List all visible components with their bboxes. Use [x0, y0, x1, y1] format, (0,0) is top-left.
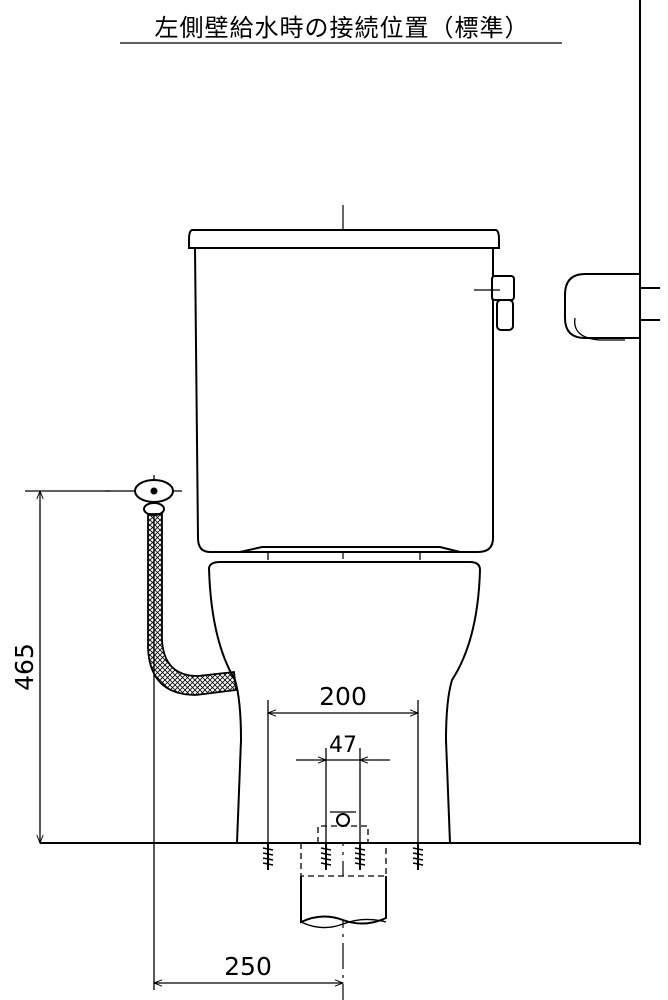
holder-body: [564, 273, 641, 339]
dim-200-label: 200: [319, 682, 367, 711]
screw-flange-left: [320, 843, 332, 870]
drain-center-mark: [336, 813, 350, 827]
drain-pipe: [300, 876, 387, 925]
paper-holder: [564, 273, 660, 341]
tank-base: [239, 546, 461, 553]
tank-body: [193, 247, 494, 553]
water-supply: [105, 475, 237, 990]
title-block: 左側壁給水時の接続位置（標準）: [120, 14, 562, 44]
dimension-supply-offset: 250: [152, 952, 345, 987]
dimension-supply-height: 465: [10, 489, 110, 845]
drain-hidden-outline: [300, 843, 387, 877]
toilet-tank: [188, 229, 500, 560]
drain-pipe-break: [300, 918, 387, 929]
lever-handle: [496, 299, 514, 331]
screw-flange-right: [354, 843, 366, 870]
dim-250-label: 250: [224, 952, 272, 981]
dimension-bowl-bolts: 200: [266, 682, 420, 843]
flush-lever: [474, 275, 515, 331]
drawing-title: 左側壁給水時の接続位置（標準）: [155, 14, 530, 42]
dim-47-label: 47: [329, 733, 357, 758]
floor-screws: [262, 843, 424, 870]
tank-lid: [188, 229, 500, 249]
dimension-flange-bolts: 47: [296, 733, 390, 843]
screw-bowl-right: [412, 843, 424, 870]
holder-edge: [574, 317, 625, 341]
lever-housing: [491, 275, 515, 301]
stop-valve-center: [150, 487, 158, 495]
flexible-hose: [147, 513, 237, 696]
screw-bowl-left: [262, 843, 274, 870]
dim-465-label: 465: [10, 643, 39, 691]
drain: [300, 811, 387, 929]
